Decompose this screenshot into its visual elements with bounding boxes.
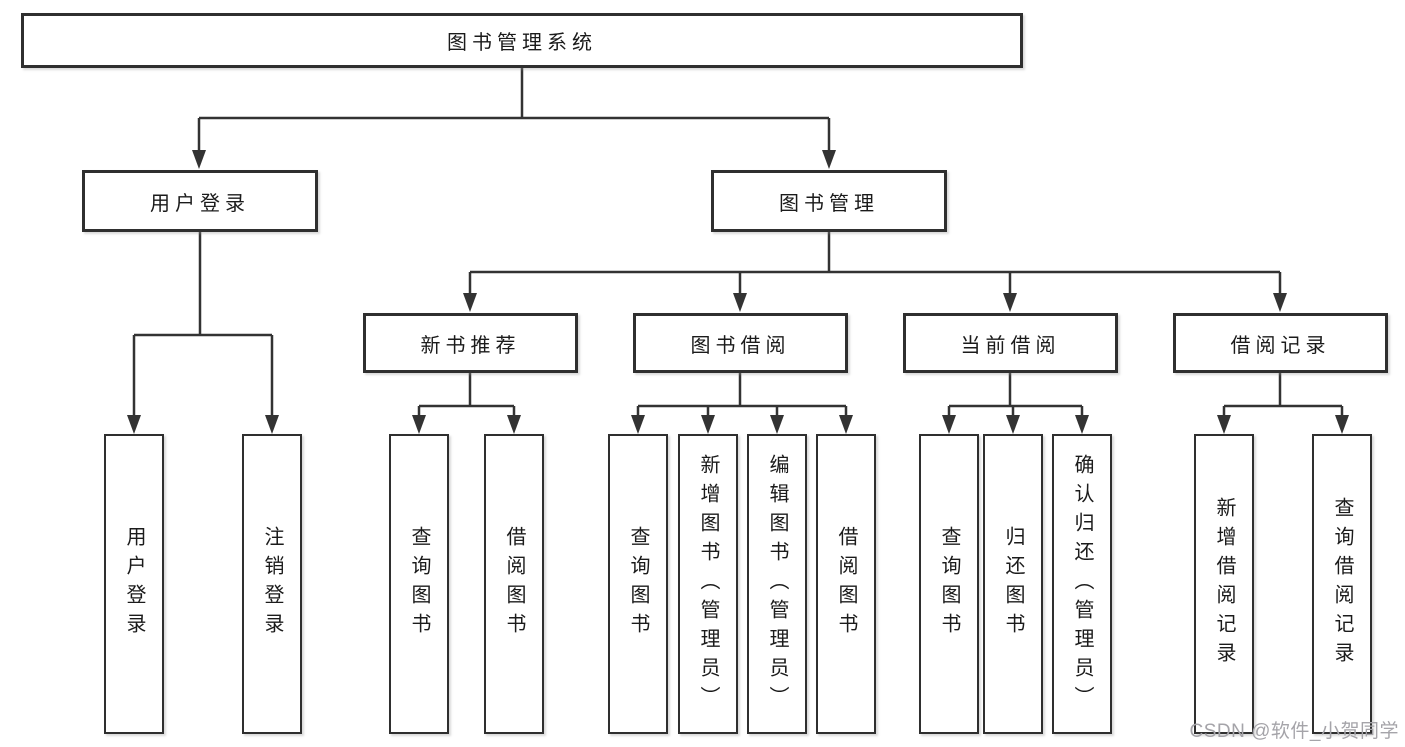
- leaf-return-books-label: 归还图书: [1002, 526, 1024, 642]
- leaf-borrow-books-recommend: 借阅图书: [484, 434, 544, 734]
- node-book-borrow: 图书借阅: [633, 313, 848, 373]
- watermark: CSDN @软件_小贺同学: [1189, 721, 1399, 742]
- leaf-add-borrow-record: 新增借阅记录: [1194, 434, 1254, 734]
- leaf-user-login: 用户登录: [104, 434, 164, 734]
- leaf-add-books-admin: 新增图书（管理员）: [678, 434, 738, 734]
- node-current-borrow: 当前借阅: [903, 313, 1118, 373]
- leaf-confirm-return-admin: 确认归还（管理员）: [1052, 434, 1112, 734]
- leaf-user-login-label: 用户登录: [123, 526, 145, 642]
- leaf-query-books-borrow: 查询图书: [608, 434, 668, 734]
- node-library-system-label: 图书管理系统: [447, 32, 597, 54]
- leaf-borrow-books-label: 借阅图书: [835, 526, 857, 642]
- leaf-logout: 注销登录: [242, 434, 302, 734]
- node-user-login-label: 用户登录: [150, 192, 250, 215]
- node-borrow-record-label: 借阅记录: [1230, 334, 1331, 357]
- node-book-management: 图书管理: [711, 170, 947, 232]
- leaf-add-books-admin-label: 新增图书（管理员）: [697, 453, 719, 715]
- node-borrow-record: 借阅记录: [1173, 313, 1388, 373]
- leaf-return-books: 归还图书: [983, 434, 1043, 734]
- node-book-management-label: 图书管理: [779, 192, 879, 215]
- node-user-login: 用户登录: [82, 170, 318, 232]
- leaf-borrow-books: 借阅图书: [816, 434, 876, 734]
- leaf-query-books-current: 查询图书: [919, 434, 979, 734]
- leaf-confirm-return-admin-label: 确认归还（管理员）: [1071, 453, 1093, 715]
- leaf-query-books-recommend: 查询图书: [389, 434, 449, 734]
- node-library-system: 图书管理系统: [21, 13, 1023, 68]
- leaf-query-books-borrow-label: 查询图书: [627, 526, 649, 642]
- node-current-borrow-label: 当前借阅: [960, 334, 1061, 357]
- leaf-query-borrow-record: 查询借阅记录: [1312, 434, 1372, 734]
- leaf-borrow-books-recommend-label: 借阅图书: [503, 526, 525, 642]
- leaf-logout-label: 注销登录: [261, 526, 283, 642]
- node-new-book-recommend: 新书推荐: [363, 313, 578, 373]
- leaf-edit-books-admin-label: 编辑图书（管理员）: [766, 453, 788, 715]
- leaf-query-borrow-record-label: 查询借阅记录: [1331, 497, 1353, 671]
- leaf-add-borrow-record-label: 新增借阅记录: [1213, 497, 1235, 671]
- node-new-book-recommend-label: 新书推荐: [420, 334, 521, 357]
- node-book-borrow-label: 图书借阅: [690, 334, 791, 357]
- leaf-query-books-recommend-label: 查询图书: [408, 526, 430, 642]
- leaf-query-books-current-label: 查询图书: [938, 526, 960, 642]
- leaf-edit-books-admin: 编辑图书（管理员）: [747, 434, 807, 734]
